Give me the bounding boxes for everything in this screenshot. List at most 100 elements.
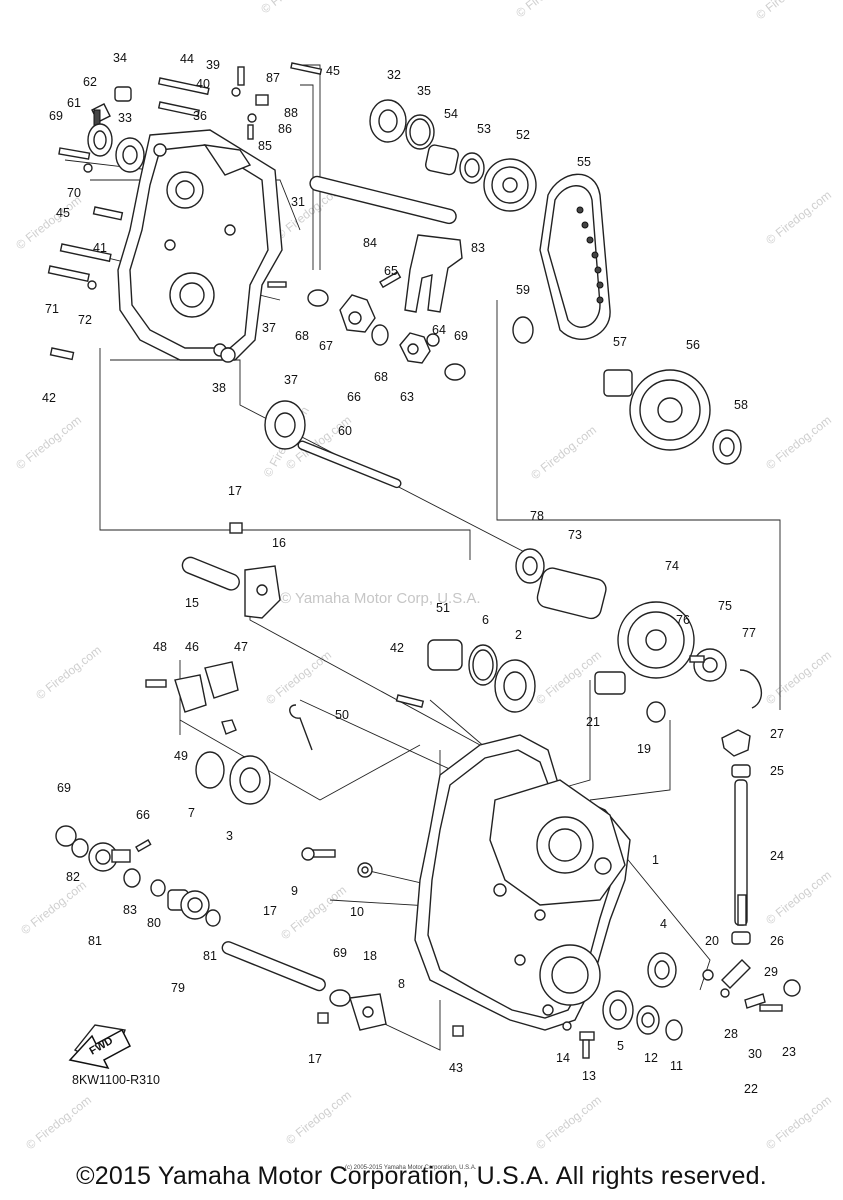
upper-right-gears	[369, 99, 742, 465]
part-label: 27	[770, 727, 784, 741]
part-label: 32	[387, 68, 401, 82]
forward-arrow-icon: FWD	[68, 1028, 131, 1070]
watermark: © Firedog.com	[763, 1093, 834, 1153]
part-label: 5	[617, 1039, 624, 1053]
part-label: 56	[686, 338, 700, 352]
part-label: 10	[350, 905, 364, 919]
copyright-footer: ©2015 Yamaha Motor Corporation, U.S.A. A…	[76, 1162, 767, 1190]
part-label: 6	[482, 613, 489, 627]
part-label: 18	[363, 949, 377, 963]
part-label: 69	[333, 946, 347, 960]
lower-left-gears	[55, 825, 387, 1059]
part-label: 77	[742, 626, 756, 640]
part-label: 55	[577, 155, 591, 169]
part-label: 74	[665, 559, 679, 573]
part-label: 72	[78, 313, 92, 327]
watermark: © Firedog.com	[13, 413, 84, 473]
watermark: © Firedog.com	[513, 0, 584, 20]
part-label: 14	[556, 1051, 570, 1065]
part-label: 57	[613, 335, 627, 349]
part-label: 40	[196, 77, 210, 91]
part-label: 71	[45, 302, 59, 316]
watermark: © Firedog.com	[18, 878, 89, 938]
main-crankcase	[414, 734, 631, 1031]
watermark: © Firedog.com	[283, 1088, 354, 1148]
watermark: © Firedog.com	[753, 0, 824, 22]
part-label: 37	[262, 321, 276, 335]
part-label: 83	[471, 241, 485, 255]
part-label: 15	[185, 596, 199, 610]
part-label: 49	[174, 749, 188, 763]
part-label: 64	[432, 323, 446, 337]
part-label: 75	[718, 599, 732, 613]
part-label: 25	[770, 764, 784, 778]
part-label: 54	[444, 107, 458, 121]
upper-left-fasteners	[47, 62, 323, 363]
part-label: 7	[188, 806, 195, 820]
watermark: © Firedog.com	[763, 648, 834, 708]
part-label: 21	[586, 715, 600, 729]
part-label: 17	[308, 1052, 322, 1066]
part-label: 36	[193, 109, 207, 123]
part-label: 2	[515, 628, 522, 642]
watermark: © Firedog.com	[763, 868, 834, 928]
part-label: 62	[83, 75, 97, 89]
part-label: 3	[226, 829, 233, 843]
part-label: 52	[516, 128, 530, 142]
center-watermark: © Yamaha Motor Corp, U.S.A.	[280, 590, 481, 607]
watermark: © Firedog.com	[258, 0, 329, 16]
part-label: 68	[295, 329, 309, 343]
part-label: 17	[228, 484, 242, 498]
micro-copyright: (c) 2005-2015 Yamaha Motor Corporation, …	[345, 1165, 477, 1171]
part-label: 51	[436, 601, 450, 615]
part-label: 42	[42, 391, 56, 405]
watermark: © Firedog.com	[533, 1093, 604, 1153]
part-label: 66	[347, 390, 361, 404]
left-lever-assembly	[145, 661, 313, 805]
part-label: 8	[398, 977, 405, 991]
watermark: © Firedog.com	[533, 648, 604, 708]
part-label: 82	[66, 870, 80, 884]
part-label: 79	[171, 981, 185, 995]
part-label: 12	[644, 1051, 658, 1065]
watermark: © Firedog.com	[763, 413, 834, 473]
watermark: © Firedog.com	[763, 188, 834, 248]
part-label: 86	[278, 122, 292, 136]
part-label: 43	[449, 1061, 463, 1075]
part-label: 13	[582, 1069, 596, 1083]
part-label: 16	[272, 536, 286, 550]
center-fasteners	[301, 694, 425, 878]
part-label: 38	[212, 381, 226, 395]
main-shaft	[264, 400, 402, 489]
part-label: 34	[113, 51, 127, 65]
part-label: 50	[335, 708, 349, 722]
part-label: 67	[319, 339, 333, 353]
part-label: 78	[530, 509, 544, 523]
part-label: 29	[764, 965, 778, 979]
part-label: 58	[734, 398, 748, 412]
part-label: 48	[153, 640, 167, 654]
part-label: 69	[49, 109, 63, 123]
part-label: 33	[118, 111, 132, 125]
part-label: 31	[291, 195, 305, 209]
part-label: 85	[258, 139, 272, 153]
mid-bearings	[427, 639, 536, 713]
secondary-shaft	[515, 548, 763, 723]
part-label: 73	[568, 528, 582, 542]
part-label: 22	[744, 1082, 758, 1096]
watermark: © Firedog.com	[33, 643, 104, 703]
part-label: 23	[782, 1045, 796, 1059]
part-label: 69	[454, 329, 468, 343]
part-label: 30	[748, 1047, 762, 1061]
part-labels: 1 2 3 4 5 6 7 8 9 10 11 12 13 14 15 16 1…	[42, 51, 796, 1096]
lower-right-parts	[452, 729, 801, 1059]
mid-left-pin	[181, 522, 281, 619]
part-label: 76	[676, 613, 690, 627]
part-label: 63	[400, 390, 414, 404]
part-label: 42	[390, 641, 404, 655]
watermark: © Firedog.com	[23, 1093, 94, 1153]
part-label: 69	[57, 781, 71, 795]
part-label: 41	[93, 241, 107, 255]
